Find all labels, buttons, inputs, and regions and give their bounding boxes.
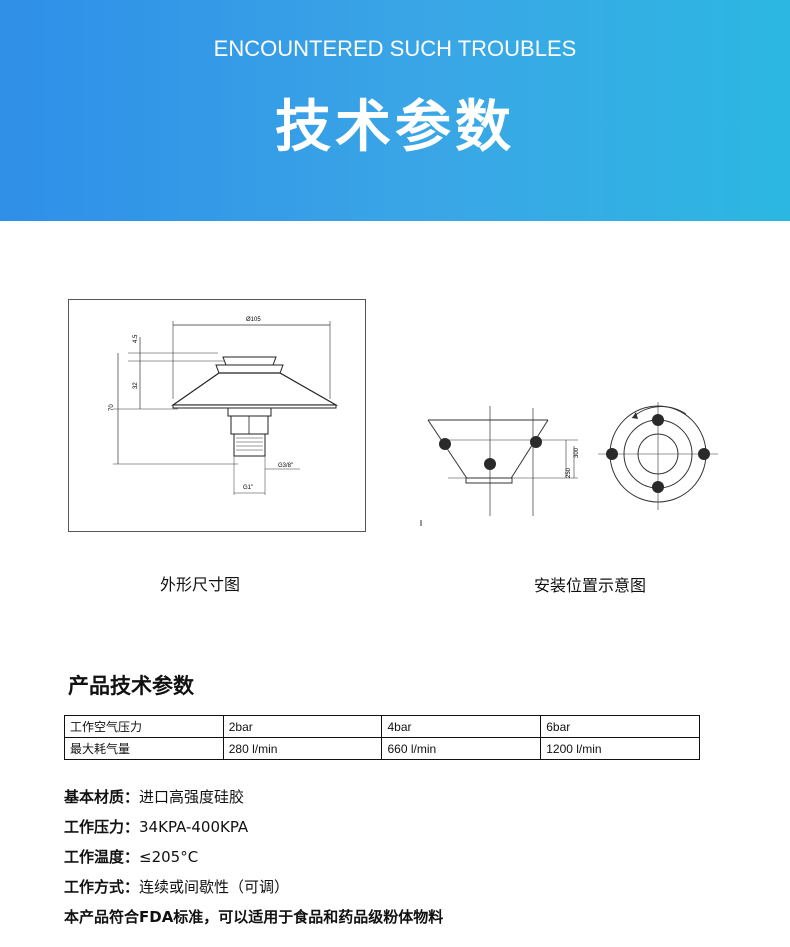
banner-title: 技术参数 bbox=[275, 95, 515, 160]
spec-key: 本产品符合FDA标准，可以适用于食品和药品级粉体物料 bbox=[64, 908, 444, 926]
table-cell: 280 l/min bbox=[222, 737, 383, 760]
list-item: 工作温度：≤205°C bbox=[64, 845, 443, 875]
dim-h1-label: 4.5 bbox=[133, 334, 139, 343]
dim-h2-label: 32 bbox=[133, 382, 139, 389]
spec-table: 工作空气压力 2bar 4bar 6bar 最大耗气量 280 l/min 66… bbox=[64, 715, 700, 760]
install-caption: 安装位置示意图 bbox=[533, 576, 646, 595]
table-cell: 2bar bbox=[222, 715, 383, 738]
table-cell: 工作空气压力 bbox=[64, 715, 224, 738]
thread-g38-label: G3/8" bbox=[278, 463, 293, 469]
dim-h3-label: 70 bbox=[109, 404, 115, 411]
table-cell: 660 l/min bbox=[381, 737, 542, 760]
list-item: 工作压力：34KPA-400KPA bbox=[64, 815, 443, 845]
banner-subtitle: ENCOUNTERED SUCH TROUBLES bbox=[213, 36, 577, 61]
spec-value: 进口高强度硅胶 bbox=[139, 788, 245, 806]
list-item: 本产品符合FDA标准，可以适用于食品和药品级粉体物料 bbox=[64, 905, 443, 935]
spec-key: 工作方式： bbox=[64, 878, 140, 896]
spec-list: 基本材质：进口高强度硅胶 工作压力：34KPA-400KPA 工作温度：≤205… bbox=[64, 785, 443, 935]
section-title: 产品技术参数 bbox=[68, 674, 194, 698]
list-item: 工作方式：连续或间歇性（可调） bbox=[64, 875, 443, 905]
spec-key: 工作温度： bbox=[64, 848, 140, 866]
spec-key: 基本材质： bbox=[64, 788, 140, 806]
list-item: 基本材质：进口高强度硅胶 bbox=[64, 785, 443, 815]
header-banner: ENCOUNTERED SUCH TROUBLES 技术参数 bbox=[0, 0, 790, 221]
table-row: 最大耗气量 280 l/min 660 l/min 1200 l/min bbox=[64, 737, 700, 760]
spec-value: 连续或间歇性（可调） bbox=[139, 878, 290, 896]
outline-caption: 外形尺寸图 bbox=[159, 575, 240, 594]
outline-dimension-drawing: Ø105 4.5 32 70 G3/8" G1" bbox=[68, 299, 366, 532]
dim-diameter-label: Ø105 bbox=[246, 317, 261, 323]
installation-diagram: 300 250 bbox=[420, 402, 718, 526]
table-cell: 4bar bbox=[381, 715, 542, 738]
spec-value: 34KPA-400KPA bbox=[139, 818, 249, 836]
spec-value: ≤205°C bbox=[139, 848, 199, 866]
table-cell: 6bar bbox=[540, 715, 700, 738]
table-row: 工作空气压力 2bar 4bar 6bar bbox=[64, 715, 700, 738]
thread-g1-label: G1" bbox=[243, 485, 253, 491]
spec-key: 工作压力： bbox=[64, 818, 140, 836]
table-cell: 最大耗气量 bbox=[64, 737, 224, 760]
install-dim-250-label: 250 bbox=[566, 467, 572, 478]
table-cell: 1200 l/min bbox=[540, 737, 700, 760]
install-dim-300-label: 300 bbox=[574, 447, 580, 458]
